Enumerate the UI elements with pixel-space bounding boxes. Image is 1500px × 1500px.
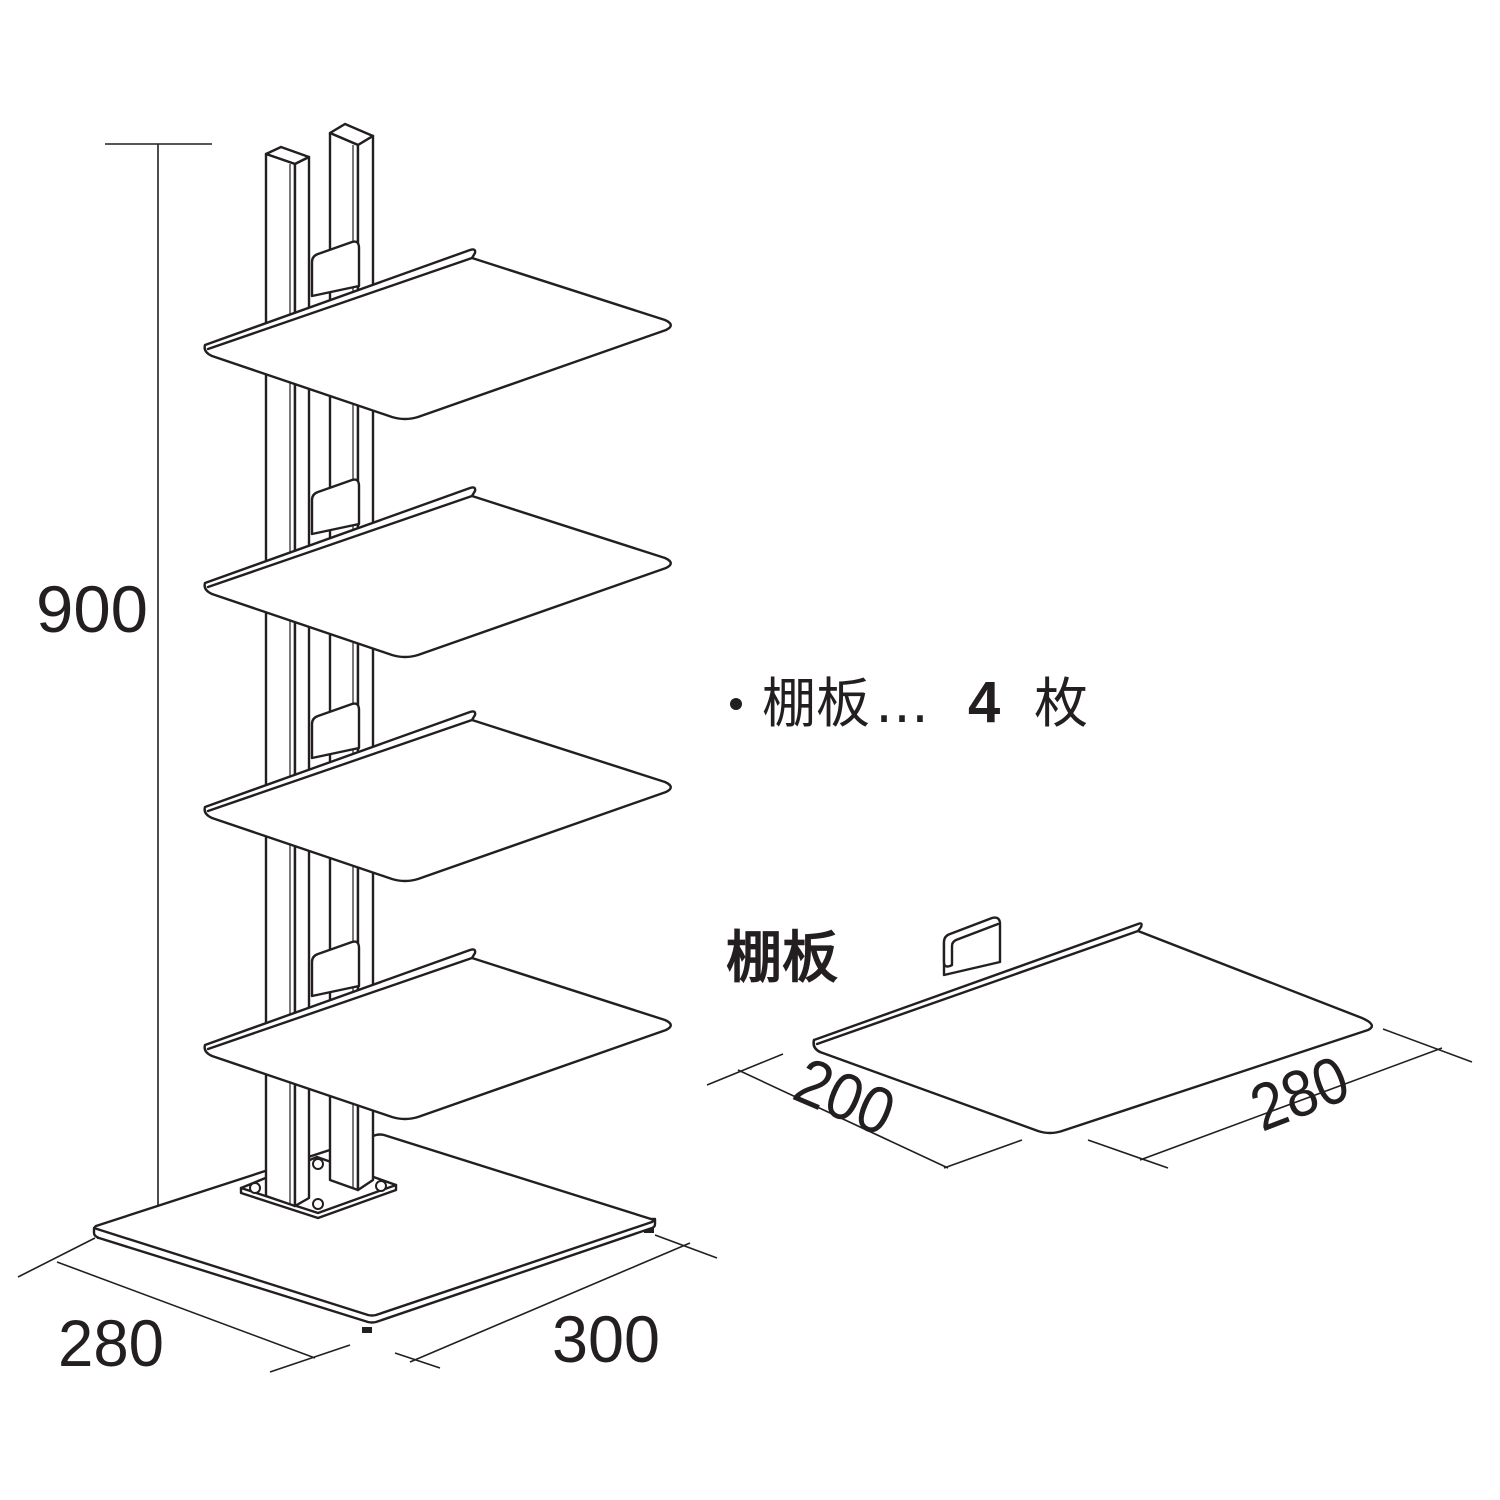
shelf-count-item: 棚板 bbox=[762, 672, 870, 735]
base-depth-dimension: 280 bbox=[17, 1237, 351, 1380]
shelf-lip bbox=[206, 256, 474, 351]
shelf-lip bbox=[206, 494, 474, 589]
shelf-count-note: 棚板 … 4 枚 bbox=[730, 670, 1088, 735]
shelf-detail-label: 棚板 bbox=[726, 926, 838, 991]
shelf-bracket bbox=[310, 940, 361, 998]
base-plate bbox=[92, 1133, 657, 1333]
shelf-board bbox=[203, 710, 672, 883]
shelves bbox=[203, 240, 672, 1121]
shelf-3 bbox=[203, 702, 672, 883]
shelf-count-ellipsis: … bbox=[875, 672, 929, 735]
height-dimension-label: 900 bbox=[36, 572, 148, 646]
front-post bbox=[264, 145, 311, 1208]
height-dimension: 900 bbox=[36, 143, 212, 1207]
shelf-board bbox=[203, 486, 672, 659]
shelf-bracket bbox=[310, 478, 361, 536]
shelf-4 bbox=[203, 940, 672, 1121]
shelf-bracket bbox=[310, 702, 361, 760]
shelf-detail bbox=[812, 916, 1374, 1135]
shelf-bracket bbox=[310, 240, 361, 298]
shelf-lip bbox=[206, 718, 474, 813]
bullet-dot bbox=[730, 698, 742, 710]
shelf-board bbox=[203, 948, 672, 1121]
base-depth-label: 280 bbox=[58, 1306, 164, 1380]
shelf-count-number: 4 bbox=[968, 670, 1000, 735]
shelf-2 bbox=[203, 478, 672, 659]
base-width-label: 300 bbox=[552, 1302, 660, 1376]
shelf-lip bbox=[206, 956, 474, 1051]
shelf-board bbox=[203, 248, 672, 421]
base-width-dimension: 300 bbox=[394, 1234, 718, 1376]
shelf-1 bbox=[203, 240, 672, 421]
shelf-count-unit: 枚 bbox=[1034, 672, 1088, 735]
